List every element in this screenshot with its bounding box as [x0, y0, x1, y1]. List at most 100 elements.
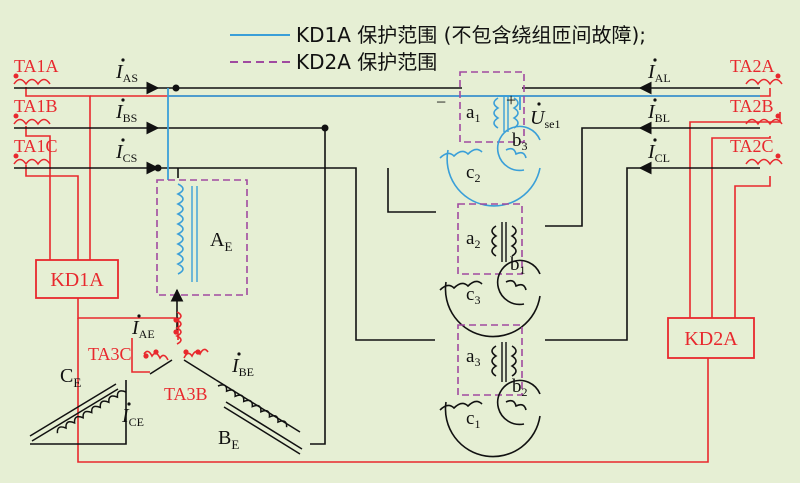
- ce-core-1: [29, 383, 117, 437]
- unit-label-a2: a2: [466, 228, 480, 251]
- legend: KD1A 保护范围 (不包含绕组匝间故障); KD2A 保护范围: [230, 23, 646, 74]
- ct-polarity-dots: [13, 73, 781, 159]
- diff-unit-3: [439, 324, 541, 458]
- be-label: BE: [218, 427, 239, 452]
- ct-labels: TA1A TA1B TA1C TA2A TA2B TA2C TA3C TA3B: [14, 56, 775, 404]
- ce-return: [30, 380, 127, 445]
- ct-symbols: [13, 78, 783, 166]
- diff-unit-1: [439, 71, 541, 207]
- unit-3-dashed-box: [457, 324, 523, 396]
- voltage-label: − + Use1: [436, 90, 560, 131]
- junction-a: [172, 84, 180, 92]
- ta3a-coil: [175, 311, 182, 345]
- ce-lead: [149, 359, 173, 375]
- ta2a-bus: [90, 88, 771, 97]
- ta3c-lead: [131, 338, 150, 373]
- ta3b-label: TA3B: [164, 384, 208, 404]
- legend-kd2a-label: KD2A 保护范围: [296, 50, 437, 74]
- voltage-use1: Use1: [530, 107, 560, 131]
- ae-winding: AE: [156, 179, 248, 330]
- ae-label: AE: [210, 229, 232, 254]
- ta2a-label: TA2A: [730, 56, 775, 76]
- ta2c-coil: [745, 158, 783, 166]
- phase-b-drop: [310, 128, 326, 445]
- current-overdots: [121, 58, 657, 406]
- ta1c-coil: [13, 158, 51, 166]
- phase-c-mid: [158, 167, 435, 341]
- winding-labels: CE BE: [60, 365, 239, 452]
- be-lead: [183, 359, 217, 381]
- unit-1-arc: [446, 149, 541, 207]
- current-ae: IAE: [131, 317, 155, 341]
- be-core-1: [225, 401, 303, 450]
- unit-label-b1: b1: [510, 254, 526, 277]
- voltage-plus: +: [506, 90, 516, 110]
- voltage-minus: −: [436, 92, 446, 112]
- unit-1-coil-a: [493, 97, 500, 129]
- mid-unit-feed: [387, 168, 436, 213]
- junction-b: [321, 124, 329, 132]
- current-be: IBE: [231, 355, 254, 379]
- unit-label-c3: c3: [466, 284, 480, 307]
- ae-dashed-box: [156, 179, 248, 296]
- ta1a-lead: [25, 87, 91, 260]
- ce-label: CE: [60, 365, 81, 390]
- ta1b-label: TA1B: [14, 96, 58, 116]
- unit-2-dashed-box: [457, 203, 523, 275]
- current-bs: IBS: [115, 101, 137, 125]
- kd1a-lower-lead: [77, 298, 179, 340]
- unit-label-c1: c1: [466, 408, 480, 431]
- ta2b-label: TA2B: [730, 96, 774, 116]
- kd1a-range: [167, 88, 760, 180]
- unit-label-b2: b2: [512, 376, 528, 399]
- ta3c-label: TA3C: [88, 344, 132, 364]
- ta2c-lead: [711, 136, 771, 318]
- unit-1-dashed-box: [459, 71, 525, 143]
- ta2a-coil: [745, 78, 783, 86]
- junctions: [154, 84, 329, 172]
- ta1c-label: TA1C: [14, 136, 58, 156]
- unit-label-b3: b3: [512, 130, 528, 153]
- current-al: IAL: [647, 61, 671, 85]
- ta1a-label: TA1A: [14, 56, 59, 76]
- current-bl: IBL: [647, 101, 670, 125]
- legend-kd1a-label: KD1A 保护范围 (不包含绕组匝间故障);: [296, 23, 646, 47]
- current-cs: ICS: [115, 141, 137, 165]
- kd1a-label: KD1A: [50, 269, 104, 291]
- current-cl: ICL: [647, 141, 670, 165]
- unit-label-c2: c2: [466, 162, 480, 185]
- unit-labels: a1 b3 c2 a2 b1 c3 a3 b2 c1: [466, 102, 528, 431]
- unit-1-coil-b: [512, 97, 519, 129]
- ae-coil: [176, 183, 184, 275]
- bottom-return: [77, 318, 709, 463]
- be-core-2: [223, 406, 301, 455]
- black-wiring: [14, 81, 760, 445]
- ta1c-lead: [25, 165, 79, 260]
- ta2c-label: TA2C: [730, 136, 774, 156]
- kd2a-relay: KD2A: [667, 317, 755, 359]
- kd1a-box: [35, 259, 119, 299]
- ta1b-coil: [13, 118, 51, 126]
- kd2a-box: [667, 317, 755, 359]
- current-ce: ICE: [121, 405, 144, 429]
- ce-coil: [56, 390, 127, 434]
- current-labels: IAS IBS ICS IAL IBL ICL IAE IBE ICE: [115, 61, 671, 429]
- be-coil: [217, 384, 288, 428]
- red-wiring: [25, 87, 781, 463]
- kd1a-relay: KD1A: [35, 259, 119, 299]
- ta2b-coil: [745, 118, 783, 126]
- ta2c-lower: [734, 176, 771, 318]
- current-as: IAS: [115, 61, 138, 85]
- kd2a-label: KD2A: [684, 328, 738, 350]
- unit-label-a3: a3: [466, 346, 480, 369]
- ta1a-coil: [13, 78, 51, 86]
- phase-c-right: [545, 167, 640, 341]
- ta3-dots: [143, 317, 201, 359]
- diff-unit-2: [439, 203, 541, 338]
- y-windings: [29, 311, 303, 455]
- ta1b-lead: [25, 126, 51, 260]
- ce-core-2: [31, 388, 119, 442]
- phase-b-right: [545, 127, 640, 227]
- unit-label-a1: a1: [466, 102, 480, 125]
